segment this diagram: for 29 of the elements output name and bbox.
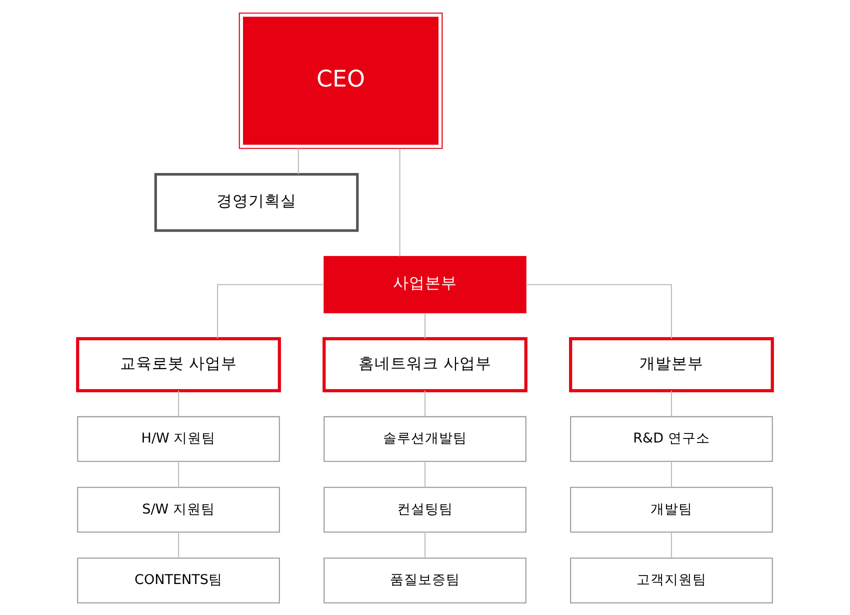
node-box: 경영기획실 [154,172,359,232]
node-box: CEO [238,12,443,148]
node-box: 개발본부 [569,336,774,392]
connector [178,532,180,558]
node-box: 품질보증팀 [324,557,526,603]
connector [424,460,426,487]
connector [178,460,180,487]
connector [424,312,426,338]
node-box: 사업본부 [324,256,526,313]
connector [670,460,672,487]
node-box: H/W 지원팀 [77,416,280,462]
connector [217,284,324,338]
connector [399,148,400,256]
node-box: 고객지원팀 [570,557,773,603]
connector [178,390,180,416]
node-box: 홈네트워크 사업부 [322,336,528,392]
node-box: 교육로봇 사업부 [76,336,281,392]
node-box: 솔루션개발팀 [324,416,526,462]
node-box: R&D 연구소 [570,416,773,462]
node-box: 컨설팅팀 [324,486,526,532]
node-box: S/W 지원팀 [77,486,280,532]
connector [424,390,426,416]
connector [670,532,672,558]
node-box: CONTENTS팀 [77,557,280,603]
connector [298,148,299,174]
connector [424,532,426,558]
connector [526,284,672,338]
node-box: 개발팀 [570,486,773,532]
connector [670,390,672,416]
